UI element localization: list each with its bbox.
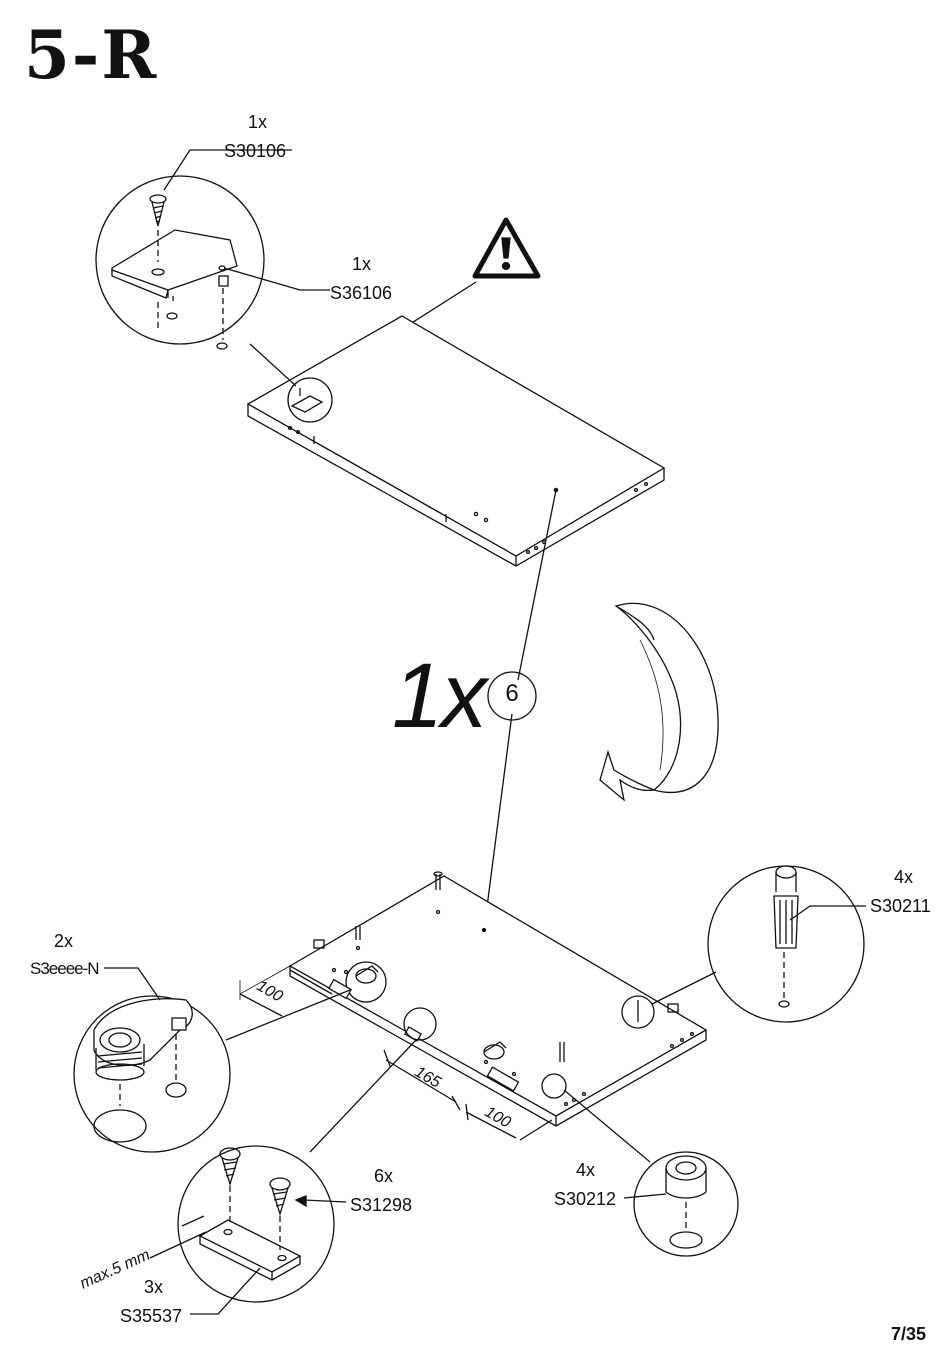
top-screw-qty: 1x	[248, 112, 268, 132]
screw-small-code: S31298	[350, 1195, 413, 1215]
flip-arrow-icon	[599, 602, 719, 802]
cam-lock-detail	[93, 998, 193, 1143]
cam-lock-qty: 2x	[54, 931, 74, 951]
top-bracket-qty: 1x	[352, 254, 372, 274]
panel-number: 6	[505, 680, 519, 707]
warning-icon	[472, 217, 541, 279]
cam-housing-qty: 4x	[576, 1160, 596, 1180]
bracket-part	[111, 229, 238, 301]
cam-lock-part	[355, 965, 507, 1060]
detail-circle-plate	[177, 1145, 335, 1303]
page-number: 7/35	[890, 1324, 926, 1344]
screw-small-qty: 6x	[374, 1166, 394, 1186]
plate-code: S35537	[120, 1306, 183, 1326]
cam-housing-code: S30212	[554, 1189, 617, 1209]
dowel-code: S30211	[870, 896, 931, 916]
plate-qty: 3x	[144, 1277, 164, 1297]
cam-housing-part	[665, 1155, 707, 1249]
panel-quantity: 1x	[392, 645, 487, 747]
board-top-view	[246, 315, 666, 567]
screw-icon	[149, 194, 167, 227]
dowel-part	[773, 865, 799, 1008]
board-bottom-view	[288, 871, 708, 1127]
top-bracket-code: S36106	[330, 283, 393, 303]
dowel-qty: 4x	[894, 867, 914, 887]
plate-part	[198, 1219, 302, 1281]
top-screw-code: S30106	[224, 141, 287, 161]
detail-circle-camlock	[73, 995, 231, 1153]
step-title: 5-R	[24, 16, 159, 94]
detail-circle-bracket	[95, 175, 265, 345]
detail-circle-housing	[633, 1151, 739, 1257]
cam-lock-code: S3eeee-N	[30, 959, 100, 978]
screw-icon	[219, 1147, 291, 1217]
